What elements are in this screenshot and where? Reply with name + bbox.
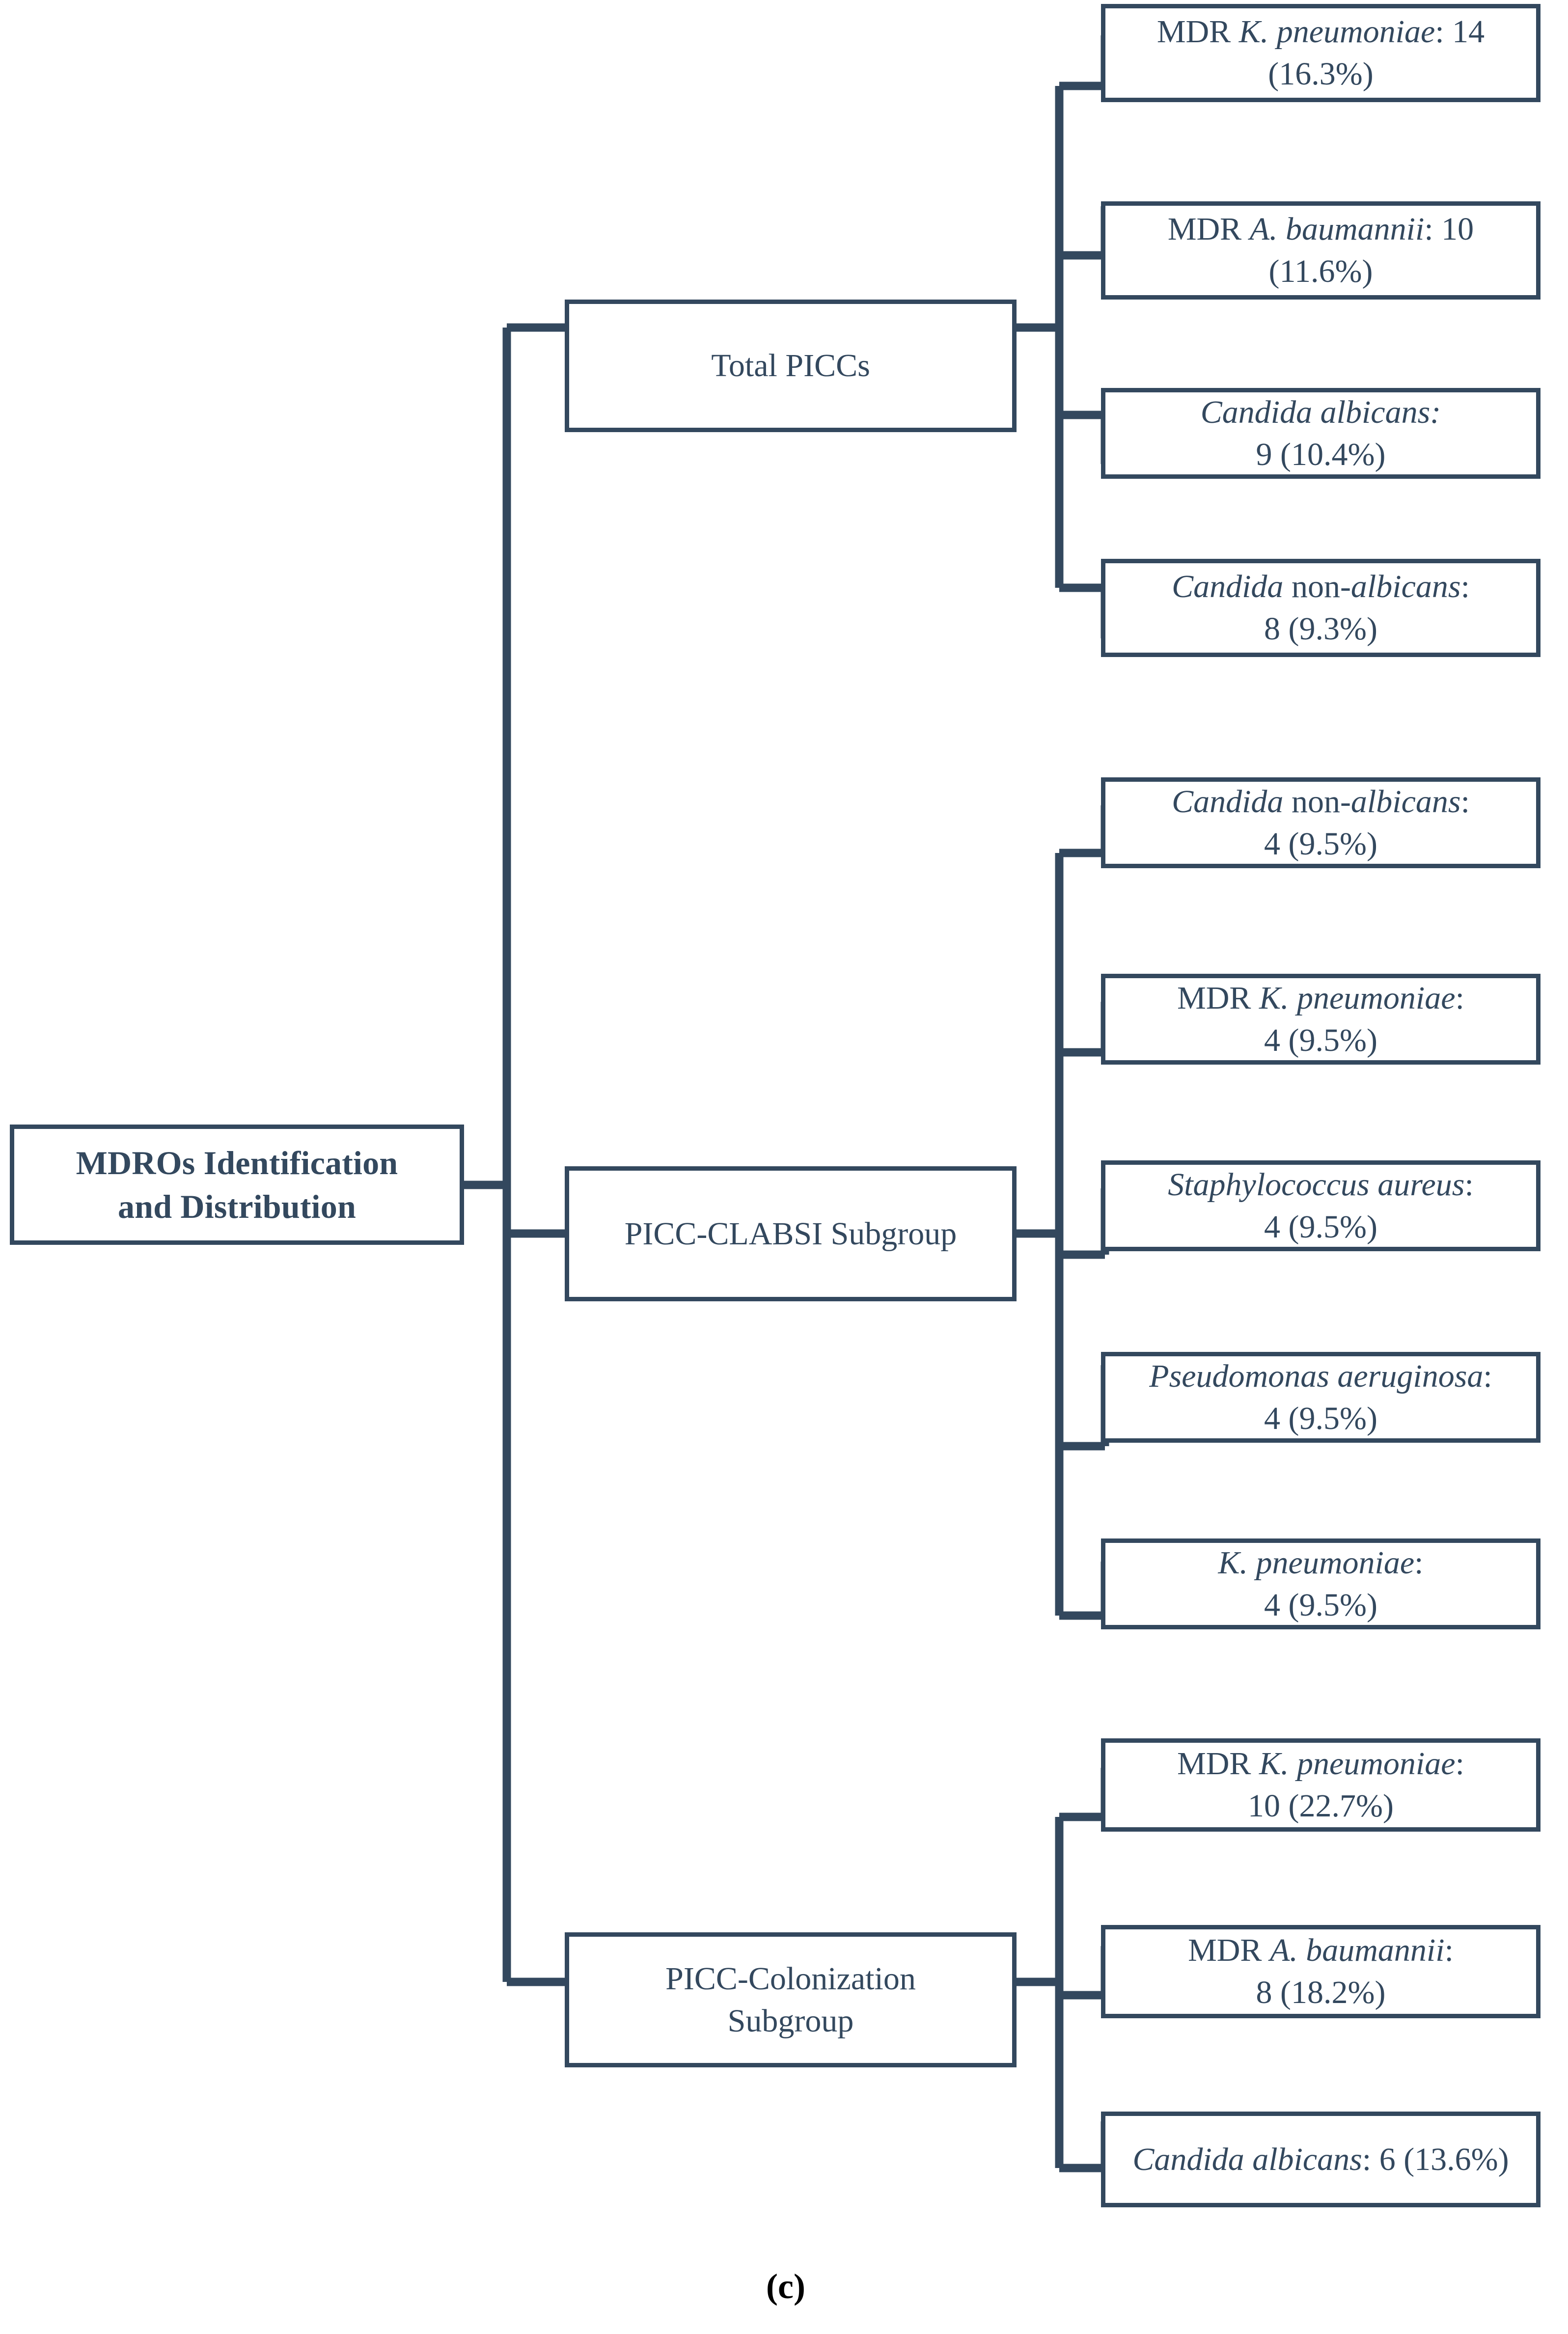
leaf-text: Candida non-albicans:4 (9.5%) [1172, 783, 1470, 862]
node-colonization-mdr-a-baumannii[interactable]: MDR A. baumannii:8 (18.2%) [1101, 1925, 1540, 2018]
figure-caption: (c) [766, 2267, 805, 2306]
leaf-text: Candida albicans: 6 (13.6%) [1132, 2141, 1509, 2177]
leaf-text: K. pneumoniae:4 (9.5%) [1218, 1544, 1424, 1623]
leaf-text: Pseudomonas aeruginosa:4 (9.5%) [1149, 1358, 1492, 1436]
node-clabsi-candida-non-albicans[interactable]: Candida non-albicans:4 (9.5%) [1101, 777, 1540, 868]
leaf-text: MDR K. pneumoniae:4 (9.5%) [1177, 980, 1464, 1058]
node-total-mdr-a-baumannii[interactable]: MDR A. baumannii: 10 (11.6%) [1101, 201, 1540, 300]
node-colonization-candida-albicans[interactable]: Candida albicans: 6 (13.6%) [1101, 2112, 1540, 2207]
node-clabsi-mdr-k-pneumoniae[interactable]: MDR K. pneumoniae:4 (9.5%) [1101, 974, 1540, 1065]
node-total-candida-non-albicans[interactable]: Candida non-albicans:8 (9.3%) [1101, 559, 1540, 657]
node-clabsi-staphylococcus-aureus[interactable]: Staphylococcus aureus:4 (9.5%) [1101, 1160, 1540, 1251]
node-total-piccs[interactable]: Total PICCs [565, 300, 1017, 432]
node-total-piccs-label: Total PICCs [711, 348, 870, 384]
node-picc-clabsi-subgroup[interactable]: PICC-CLABSI Subgroup [565, 1166, 1017, 1301]
leaf-text: Staphylococcus aureus:4 (9.5%) [1168, 1166, 1474, 1245]
leaf-text: Candida albicans:9 (10.4%) [1200, 394, 1441, 472]
node-clabsi-pseudomonas-aeruginosa[interactable]: Pseudomonas aeruginosa:4 (9.5%) [1101, 1352, 1540, 1443]
leaf-text: MDR K. pneumoniae:10 (22.7%) [1177, 1746, 1464, 1824]
leaf-text: MDR K. pneumoniae: 14 (16.3%) [1156, 14, 1485, 92]
node-picc-clabsi-label: PICC-CLABSI Subgroup [624, 1215, 957, 1252]
leaf-text: MDR A. baumannii: 10 (11.6%) [1167, 211, 1474, 289]
node-total-mdr-k-pneumoniae[interactable]: MDR K. pneumoniae: 14 (16.3%) [1101, 4, 1540, 102]
node-clabsi-k-pneumoniae[interactable]: K. pneumoniae:4 (9.5%) [1101, 1538, 1540, 1629]
node-colonization-mdr-k-pneumoniae[interactable]: MDR K. pneumoniae:10 (22.7%) [1101, 1738, 1540, 1832]
leaf-text: MDR A. baumannii:8 (18.2%) [1188, 1932, 1454, 2010]
leaf-text: Candida non-albicans:8 (9.3%) [1172, 569, 1470, 647]
node-total-candida-albicans[interactable]: Candida albicans:9 (10.4%) [1101, 388, 1540, 479]
